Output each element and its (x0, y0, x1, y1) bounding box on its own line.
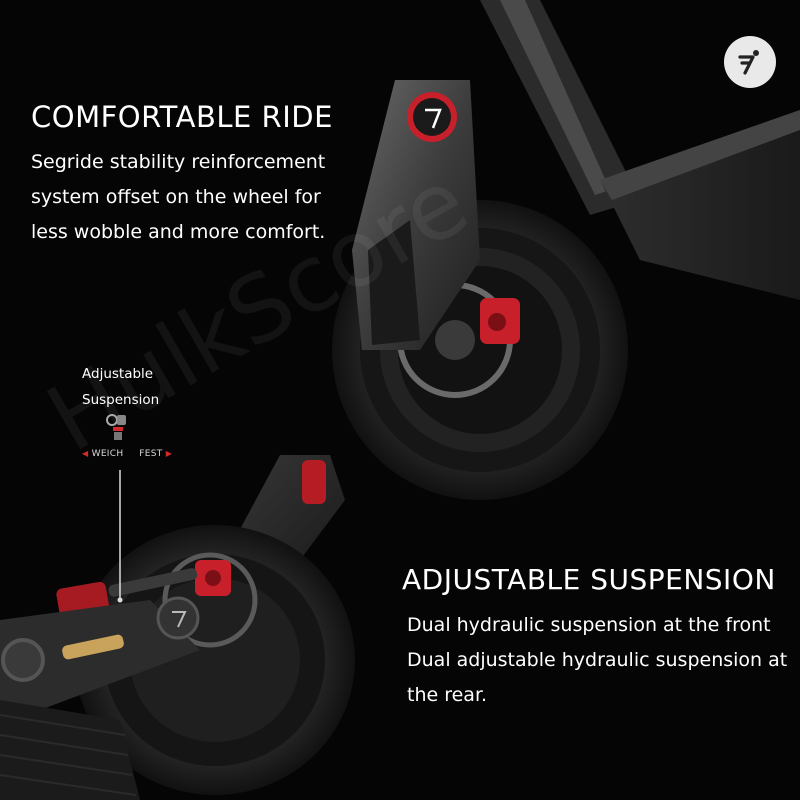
description-line: less wobble and more comfort. (31, 221, 326, 243)
comfortable-ride-heading: COMFORTABLE RIDE (31, 100, 333, 134)
adjustable-suspension-heading: ADJUSTABLE SUSPENSION (402, 563, 776, 596)
adjustable-suspension-description: Dual hydraulic suspension at the front D… (407, 608, 787, 713)
adjuster-scale: ◀ WEICH FEST ▶ (82, 449, 172, 459)
arrow-right-icon: ▶ (165, 449, 173, 458)
firm-setting-label: FEST (139, 449, 163, 459)
logo-glyph (738, 50, 759, 75)
soft-setting-label: WEICH (91, 449, 124, 459)
description-line: Dual hydraulic suspension at the front (407, 614, 771, 636)
segway-logo-icon (724, 36, 776, 88)
callout-line: Suspension (82, 392, 160, 408)
description-line: system offset on the wheel for (31, 186, 321, 208)
description-line: Segride stability reinforcement (31, 151, 326, 173)
comfortable-ride-description: Segride stability reinforcement system o… (31, 145, 325, 250)
description-line: the rear. (407, 684, 488, 706)
callout-line: Adjustable (82, 366, 154, 382)
adjuster-knob-icon (106, 414, 126, 440)
description-line: Dual adjustable hydraulic suspension at (407, 649, 788, 671)
arrow-left-icon: ◀ (82, 449, 89, 458)
adjustable-suspension-callout: Adjustable Suspension (82, 361, 159, 413)
